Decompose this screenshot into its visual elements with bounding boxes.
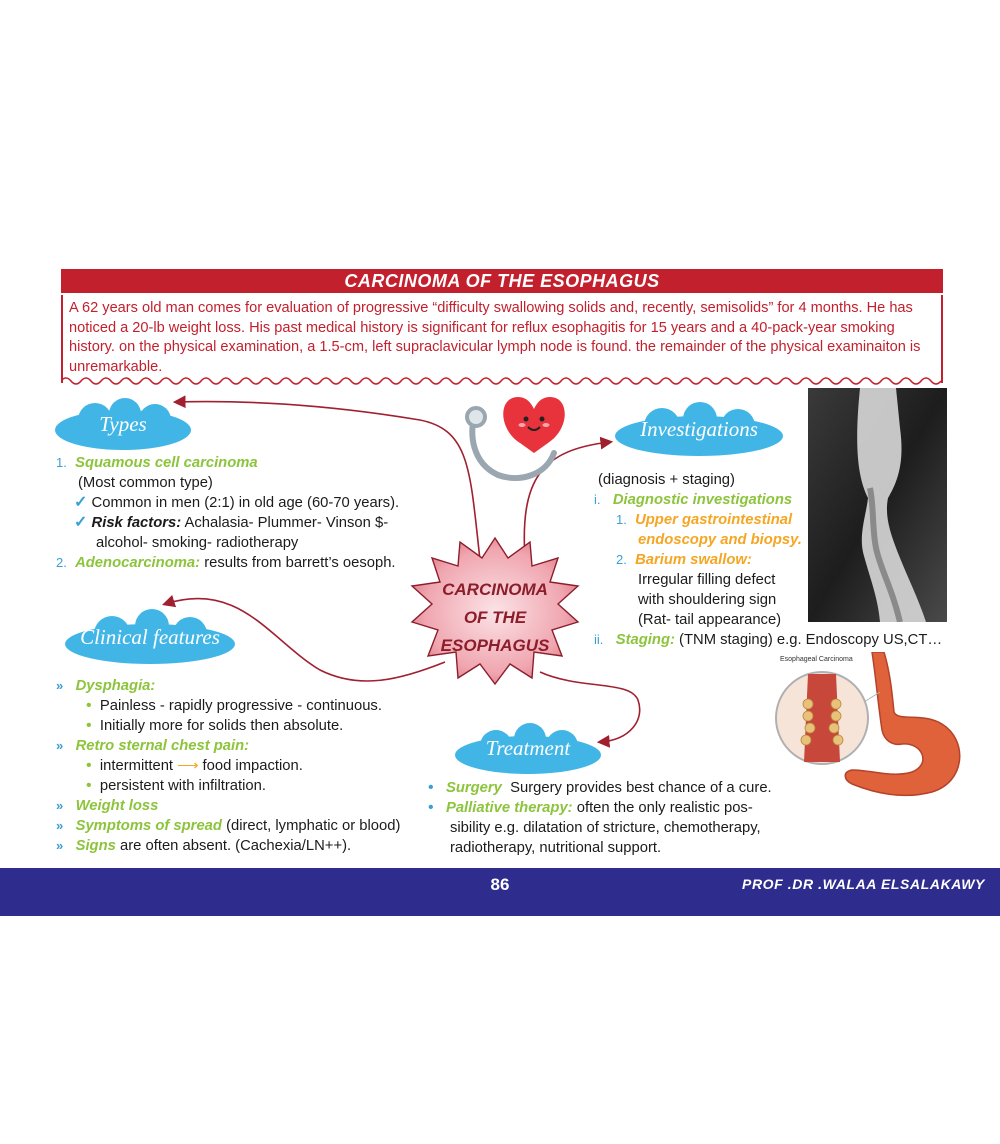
treatment-cloud: Treatment	[452, 722, 604, 776]
roman-ii: ii.	[594, 632, 604, 647]
case-description: A 62 years old man comes for evaluation …	[61, 295, 943, 383]
bullet-icon: •	[86, 777, 92, 794]
retro-1b: food impaction.	[202, 758, 303, 774]
types-check1: Common in men (2:1) in old age (60-70 ye…	[91, 495, 400, 511]
barium-line1: Irregular filling defect	[638, 572, 776, 588]
author-name: PROF .DR .WALAA ELSALAKAWY	[742, 876, 985, 892]
retro-1a: intermittent	[99, 758, 174, 774]
diagnostic-investigations: Diagnostic investigations	[612, 492, 793, 508]
barium-line2: with shouldering sign	[638, 592, 777, 608]
bullet-icon: •	[86, 757, 92, 774]
center-topic: CARCINOMA OF THE ESOPHAGUS	[420, 576, 570, 660]
check-icon: ✓	[74, 494, 88, 511]
bullet-icon: •	[86, 697, 92, 714]
surgery-label: Surgery	[445, 780, 502, 796]
arrow-right-icon: ⟶	[177, 758, 199, 774]
types-list: 1. Squamous cell carcinoma (Most common …	[56, 453, 436, 573]
dysphagia-2: Initially more for solids then absolute.	[99, 718, 344, 734]
bullet-icon: •	[428, 779, 434, 796]
num-1: 1.	[616, 512, 627, 527]
center-line2: OF THE	[463, 608, 527, 627]
spread-label: Symptoms of spread	[75, 818, 222, 834]
palliative-label: Palliative therapy:	[445, 800, 573, 816]
retro-2: persistent with infiltration.	[99, 778, 266, 794]
types-cloud: Types	[50, 398, 196, 452]
center-line3: ESOPHAGUS	[440, 636, 550, 655]
types-item-squamous: Squamous cell carcinoma	[75, 455, 258, 471]
center-line1: CARCINOMA	[442, 580, 548, 599]
types-item-adeno: Adenocarcinoma:	[75, 555, 201, 571]
clinical-features-heading: Clinical features	[80, 625, 220, 649]
types-item1-sub: (Most common type)	[78, 475, 213, 491]
chevron-right-icon: »	[56, 678, 64, 693]
spread-text: (direct, lymphatic or blood)	[226, 818, 401, 834]
types-num-1: 1.	[56, 455, 67, 470]
investigations-heading: Investigations	[640, 417, 758, 441]
palliative-2: sibility e.g. dilatation of stricture, c…	[450, 820, 761, 836]
types-item2-text: results from barrett’s oesoph.	[204, 555, 396, 571]
upper-gi-line1: Upper gastrointestinal	[635, 512, 793, 528]
barium-line3: (Rat- tail appearance)	[638, 612, 782, 628]
upper-gi-line2: endoscopy and biopsy.	[638, 532, 802, 548]
roman-i: i.	[594, 492, 601, 507]
staging-label: Staging:	[615, 632, 675, 648]
risk-factors-label: Risk factors:	[91, 515, 182, 531]
bullet-icon: •	[86, 717, 92, 734]
dysphagia-label: Dysphagia:	[75, 678, 156, 694]
center-starburst	[410, 536, 580, 686]
esophageal-carcinoma-figure: Esophageal Carcinoma	[772, 652, 992, 802]
footer-bar	[0, 868, 1000, 916]
clinical-features-list: » Dysphagia: • Painless - rapidly progre…	[56, 676, 436, 856]
weight-loss-label: Weight loss	[75, 798, 159, 814]
page-title: CARCINOMA OF THE ESOPHAGUS	[61, 269, 943, 293]
num-2: 2.	[616, 552, 627, 567]
heart-stethoscope-icon	[465, 397, 565, 481]
chevron-right-icon: »	[56, 838, 64, 853]
barium-swallow-xray-image	[808, 388, 947, 622]
treatment-list: • Surgery Surgery provides best chance o…	[428, 778, 798, 858]
dysphagia-1: Painless - rapidly progressive - continu…	[99, 698, 382, 714]
signs-text: are often absent. (Cachexia/LN++).	[120, 838, 352, 854]
investigations-sub: (diagnosis + staging)	[598, 472, 735, 488]
signs-label: Signs	[75, 838, 116, 854]
barium-swallow: Barium swallow:	[635, 552, 752, 568]
palliative-3: radiotherapy, nutritional support.	[450, 840, 662, 856]
investigations-cloud: Investigations	[612, 402, 786, 458]
risk-factors-cont: alcohol- smoking- radiotherapy	[96, 535, 299, 551]
types-num-2: 2.	[56, 555, 67, 570]
treatment-heading: Treatment	[485, 736, 571, 760]
case-box-wavy-border	[61, 377, 942, 385]
page-number: 86	[490, 875, 510, 894]
chevron-right-icon: »	[56, 798, 64, 813]
check-icon: ✓	[74, 514, 88, 531]
investigations-list: (diagnosis + staging) i. Diagnostic inve…	[594, 470, 954, 650]
clinical-features-cloud: Clinical features	[62, 608, 238, 666]
chevron-right-icon: »	[56, 738, 64, 753]
palliative-1: often the only realistic pos-	[576, 800, 753, 816]
chevron-right-icon: »	[56, 818, 64, 833]
retrosternal-label: Retro sternal chest pain:	[75, 738, 250, 754]
risk-factors-text: Achalasia- Plummer- Vinson $-	[184, 515, 389, 531]
surgery-text: Surgery provides best chance of a cure.	[510, 780, 772, 796]
types-heading: Types	[99, 412, 147, 436]
figure-caption: Esophageal Carcinoma	[780, 656, 853, 663]
staging-text: (TNM staging) e.g. Endoscopy US,CT…	[679, 632, 943, 648]
bullet-icon: •	[428, 799, 434, 816]
